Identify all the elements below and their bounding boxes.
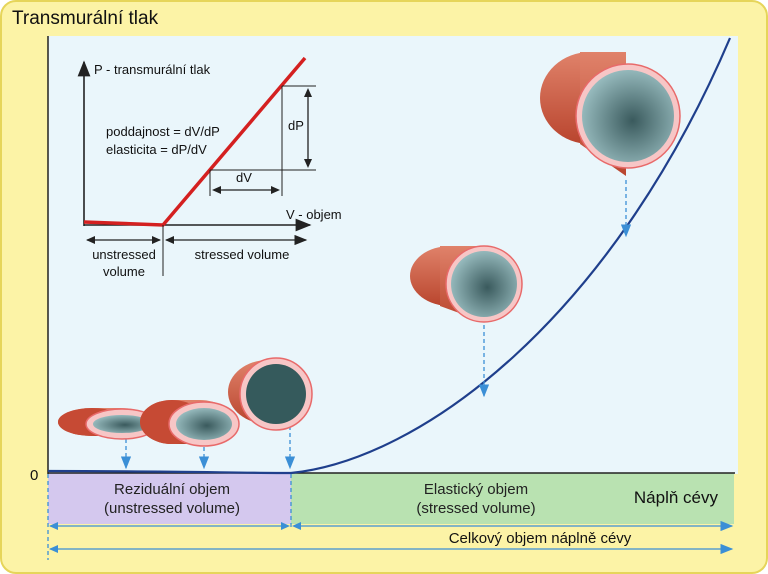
compliance-formula: poddajnost = dV/dP: [106, 124, 220, 139]
residual-label-line2: (unstressed volume): [104, 500, 240, 517]
dp-dv-construction: [209, 85, 316, 196]
diagram-title: Transmurální tlak: [12, 8, 159, 29]
vessel-collapsed-icon: [58, 408, 159, 440]
vessel-stretched-icon: [410, 245, 523, 323]
total-volume-label: Celkový objem náplně cévy: [449, 530, 632, 547]
stressed-label: stressed volume: [195, 247, 290, 262]
residual-volume-band: [48, 473, 291, 524]
elasticity-formula: elasticita = dP/dV: [106, 142, 207, 157]
range-arrows: [47, 474, 734, 560]
unstressed-label-line1: unstressed: [92, 247, 156, 262]
residual-label-line1: Reziduální objem: [114, 481, 230, 498]
elastic-label-line1: Elastický objem: [424, 481, 528, 498]
zero-label: 0: [30, 467, 38, 484]
unstressed-label-line2: volume: [103, 264, 145, 279]
dv-label: dV: [236, 170, 252, 185]
elastic-volume-band: [291, 473, 734, 524]
vessel-distended-icon: [540, 52, 681, 176]
vessel-partially-filled-icon: [140, 400, 240, 447]
dp-label: dP: [288, 118, 304, 133]
inset-y-label: P - transmurální tlak: [94, 62, 211, 77]
vessel-round-icon: [228, 357, 313, 431]
elastic-label-line2: (stressed volume): [416, 500, 535, 517]
x-axis-label: Náplň cévy: [634, 488, 719, 507]
volume-brackets: [86, 225, 308, 276]
vessel-connectors: [120, 180, 632, 470]
inset-x-label: V - objem: [286, 207, 342, 222]
